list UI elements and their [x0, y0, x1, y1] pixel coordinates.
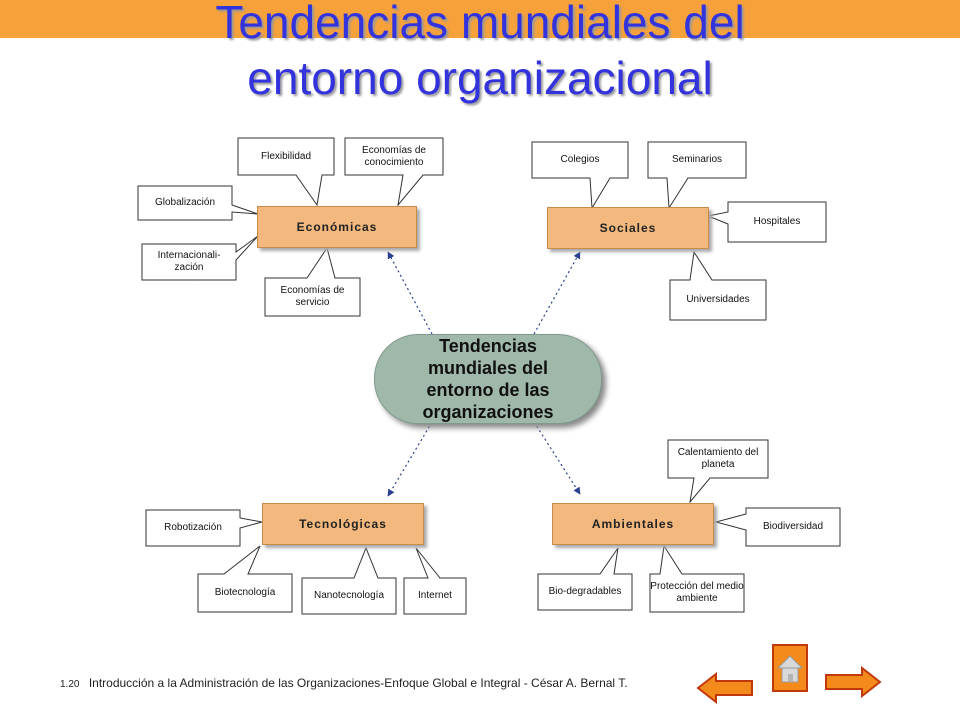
- callout-flexibilidad: Flexibilidad: [260, 150, 312, 162]
- header-accent-bar: [0, 0, 960, 38]
- callout-seminarios-shape: [647, 141, 747, 210]
- home-button[interactable]: [772, 644, 808, 697]
- callout-internacionalizacion-shape: [141, 235, 259, 281]
- callout-biodiversidad-shape: [714, 507, 841, 547]
- callout-nanotecnologia-shape: [301, 546, 397, 615]
- category-ambientales: Ambientales: [552, 503, 714, 545]
- callout-flexibilidad-shape: [237, 137, 335, 207]
- page-title: Tendencias mundiales del entorno organiz…: [0, 0, 960, 106]
- callout-seminarios: Seminarios: [671, 154, 723, 165]
- footer: 1.20 Introducción a la Administración de…: [60, 676, 628, 690]
- right-arrow-icon: [825, 665, 882, 699]
- callout-globalizacion: Globalización: [154, 197, 216, 208]
- callout-economias-servicio: Economías de servicio: [280, 285, 345, 308]
- callout-colegios: Colegios: [560, 154, 600, 165]
- callout-biodegradables: Bio-degradables: [548, 586, 622, 597]
- callout-proteccion: Protección del medio ambiente: [650, 581, 744, 604]
- callout-nanotecnologia: Nanotecnología: [313, 590, 385, 601]
- left-arrow-icon: [696, 671, 753, 705]
- callout-robotizacion-shape: [145, 509, 263, 547]
- forward-button[interactable]: [824, 665, 882, 703]
- center-node-label: Tendencias mundiales del entorno de las …: [422, 336, 554, 422]
- callout-economias-conocimiento-shape: [344, 137, 444, 207]
- callout-internacionalizacion: Internacionali- zación: [157, 250, 221, 273]
- arrow-to-ambientales: [533, 421, 581, 495]
- callout-economias-conocimiento: Economías de conocimiento: [362, 144, 426, 168]
- callout-calentamiento-shape: [667, 439, 769, 504]
- callout-proteccion-shape: [649, 544, 745, 613]
- arrow-to-economicas: [387, 251, 433, 335]
- callout-hospitales-shape: [706, 201, 827, 243]
- category-tecnologicas: Tecnológicas: [262, 503, 424, 545]
- category-sociales: Sociales: [547, 207, 709, 249]
- callout-biodiversidad: Biodiversidad: [762, 521, 824, 532]
- category-economicas: Económicas: [257, 206, 417, 248]
- arrow-to-tecnologicas: [387, 421, 433, 497]
- title-line-2: entorno organizacional: [247, 52, 713, 104]
- home-icon: [772, 644, 808, 692]
- callout-universidades: Universidades: [686, 294, 750, 305]
- arrow-to-sociales: [533, 251, 581, 335]
- callout-globalizacion-shape: [137, 185, 259, 221]
- callout-biotecnologia: Biotecnología: [214, 587, 276, 598]
- callout-internet-shape: [403, 547, 467, 615]
- title-line-1: Tendencias mundiales del: [215, 0, 745, 48]
- callout-universidades-shape: [669, 250, 767, 321]
- callout-robotizacion: Robotización: [164, 522, 222, 533]
- callout-economias-servicio-shape: [264, 246, 361, 317]
- callout-internet: Internet: [418, 590, 452, 601]
- callout-hospitales: Hospitales: [753, 216, 801, 227]
- slide-number: 1.20: [60, 679, 80, 690]
- callout-colegios-shape: [531, 141, 629, 210]
- back-button[interactable]: [696, 671, 754, 709]
- center-node: Tendencias mundiales del entorno de las …: [374, 334, 602, 424]
- callout-biodegradables-shape: [537, 547, 633, 611]
- footer-text: Introducción a la Administración de las …: [88, 676, 628, 690]
- callout-biotecnologia-shape: [197, 545, 293, 613]
- callout-calentamiento: Calentamiento del planeta: [677, 447, 759, 470]
